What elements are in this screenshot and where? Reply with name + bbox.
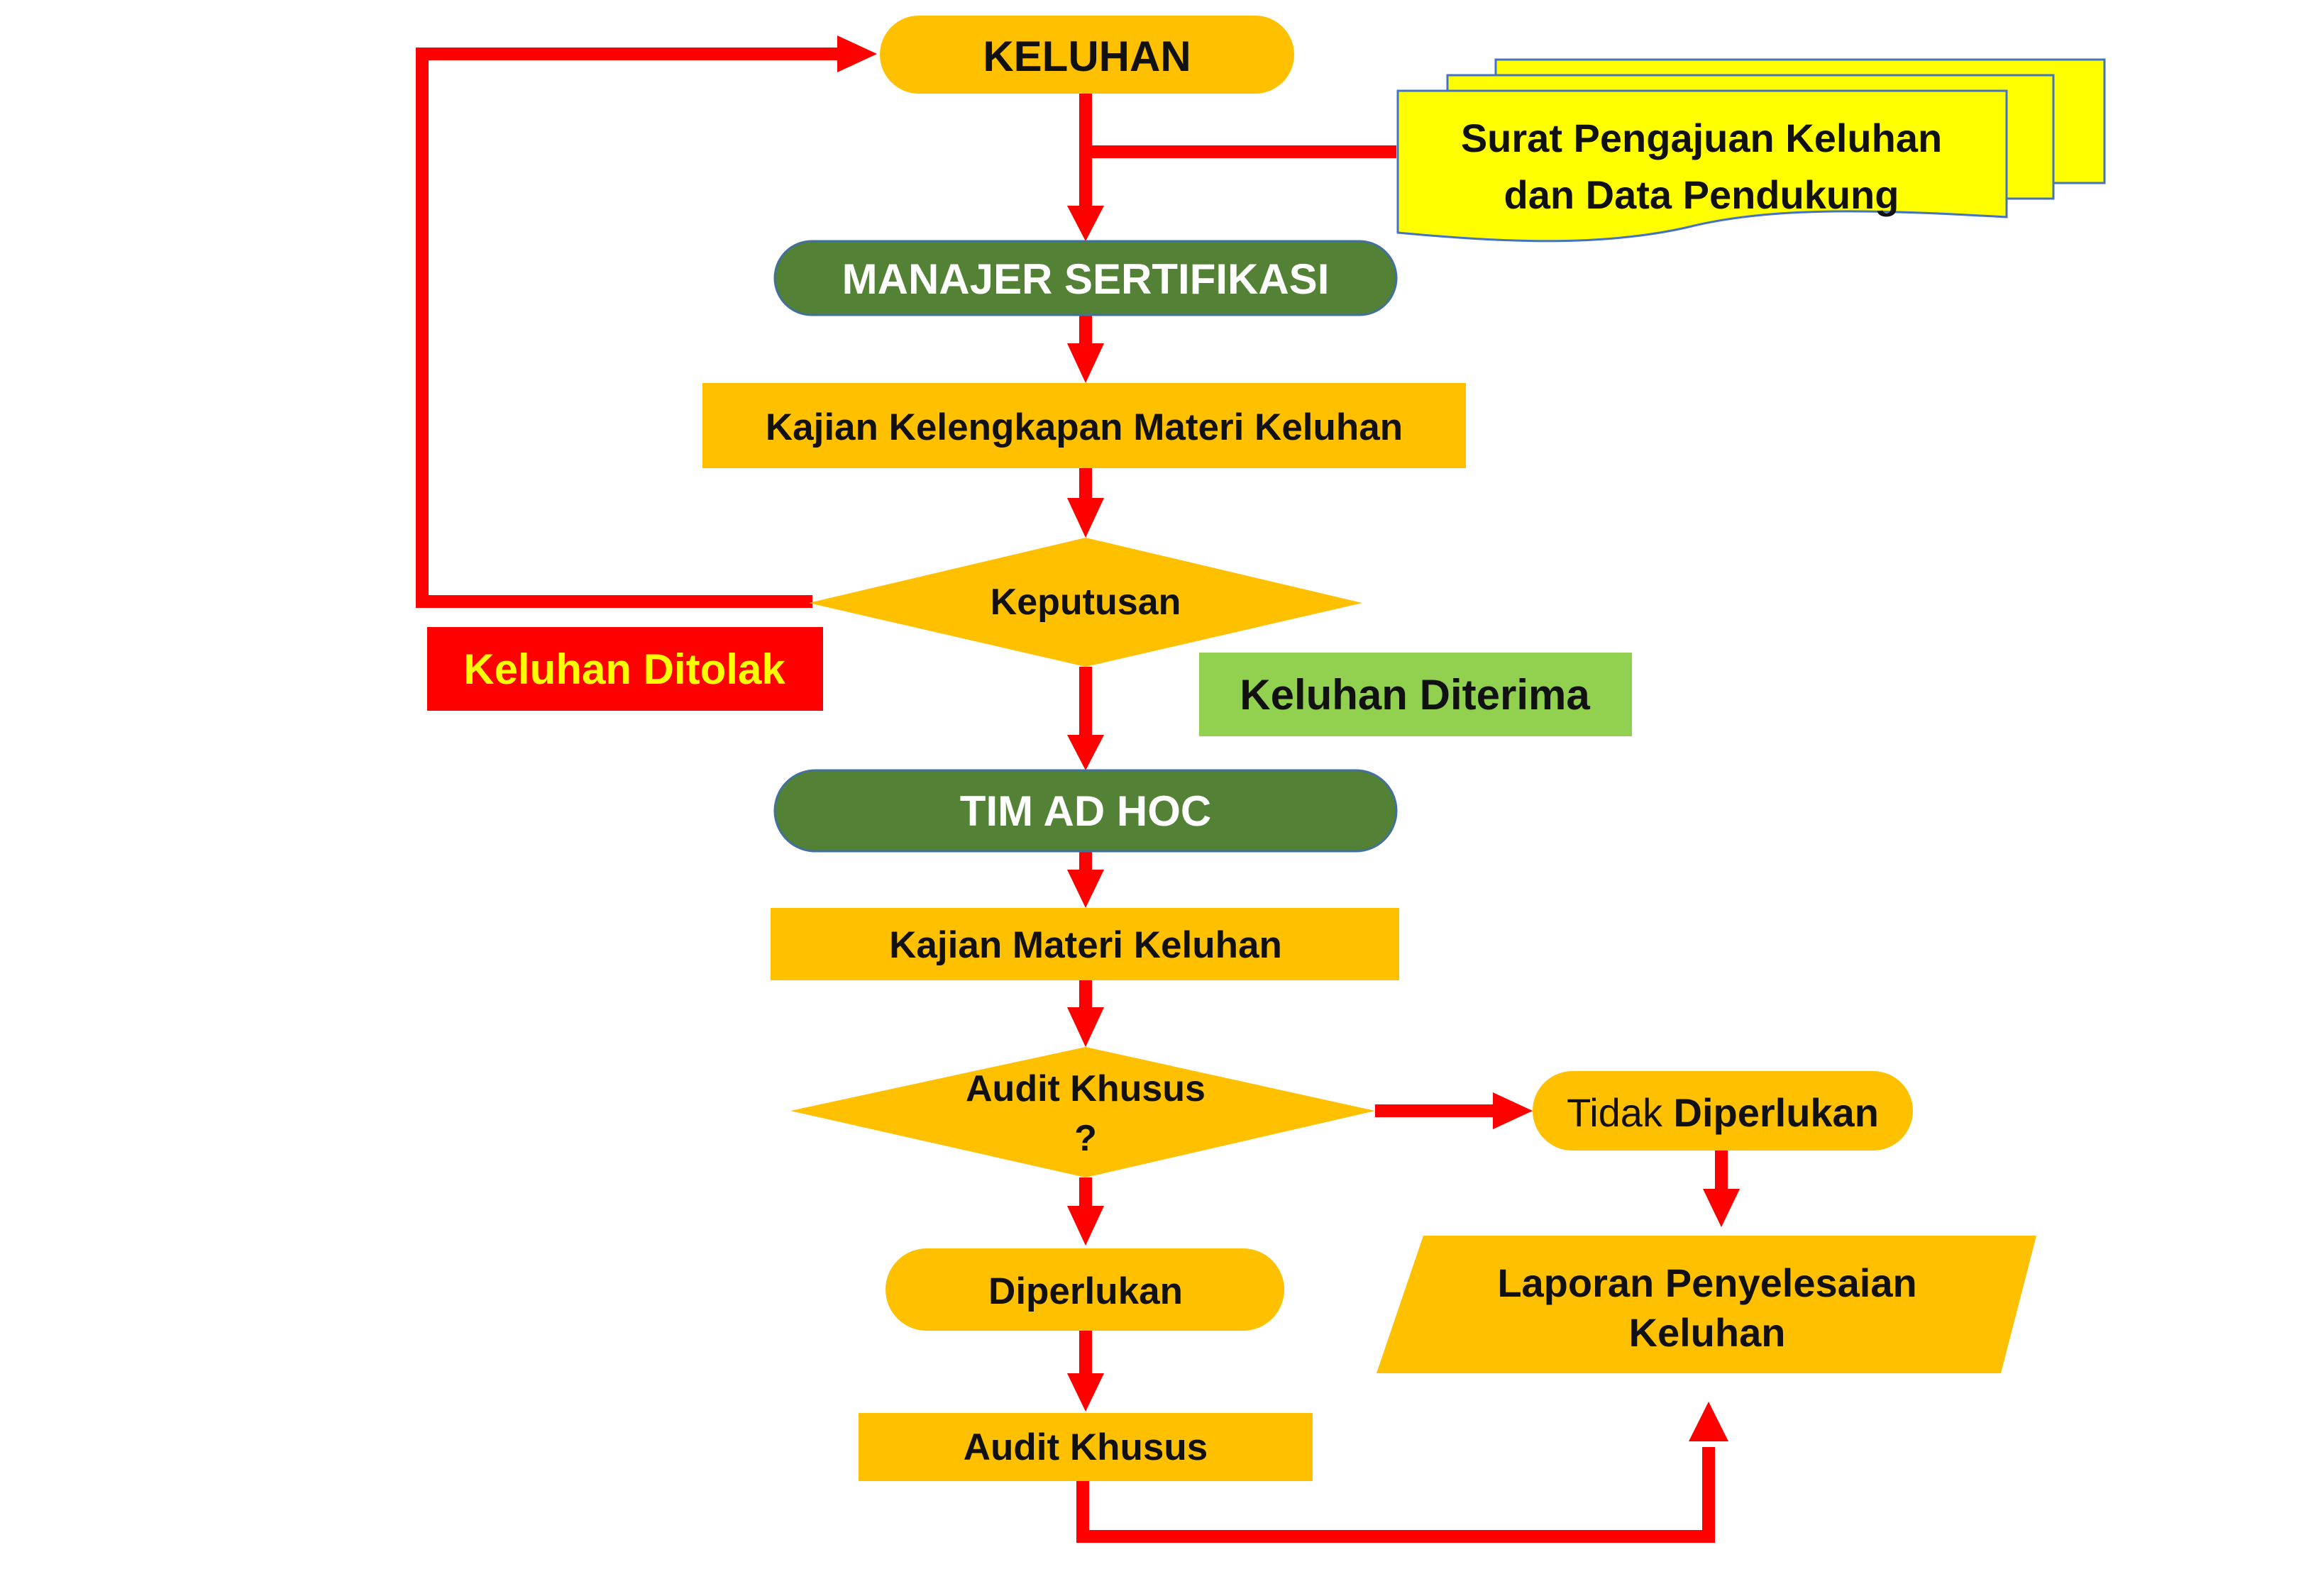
tidak-diperlukan-label: Tidak Diperlukan	[1567, 1090, 1879, 1135]
diperlukan-node	[886, 1248, 1284, 1331]
arrow-head-tim	[1067, 735, 1104, 770]
keluhan-node	[880, 16, 1294, 94]
document-label-line2: dan Data Pendukung	[1504, 172, 1899, 217]
reject-loop-line	[416, 48, 844, 608]
audit-khusus-decision	[790, 1047, 1375, 1177]
tidak-diperlukan-node	[1533, 1071, 1913, 1151]
arrow-head-keputusan	[1067, 498, 1104, 538]
laporan-label-line1: Laporan Penyelesaian	[1497, 1260, 1916, 1305]
laporan-label-line2: Keluhan	[1629, 1310, 1786, 1355]
manajer-node	[773, 240, 1398, 316]
arrow-head-manajer	[1067, 206, 1104, 241]
audit-question-line2: ?	[1074, 1118, 1097, 1159]
tim-node	[773, 769, 1398, 853]
ditolak-label: Keluhan Ditolak	[463, 645, 785, 693]
arrow-head-diperlukan	[1067, 1206, 1104, 1246]
arrow-head-tidak	[1493, 1092, 1533, 1129]
kajian-kelengkapan-node	[702, 383, 1466, 468]
tidak-prefix: Tidak	[1567, 1090, 1673, 1135]
manajer-label: MANAJER SERTIFIKASI	[842, 255, 1330, 303]
keluhan-label: KELUHAN	[983, 33, 1191, 80]
arrow-head-laporan-bottom	[1689, 1402, 1728, 1441]
audit-khusus-label: Audit Khusus	[964, 1426, 1208, 1468]
arrow-head-kajian	[1067, 343, 1104, 383]
keputusan-decision	[809, 538, 1362, 667]
kajian-kelengkapan-label: Kajian Kelengkapan Materi Keluhan	[766, 406, 1403, 448]
diterima-label: Keluhan Diterima	[1240, 671, 1590, 719]
document-front	[1396, 89, 2008, 243]
arrow-head-reject-loop	[837, 35, 877, 72]
diperlukan-label: Diperlukan	[988, 1270, 1183, 1312]
arrow-head-audit	[1067, 1373, 1104, 1412]
keputusan-label: Keputusan	[991, 582, 1181, 623]
audit-khusus-node	[859, 1413, 1313, 1481]
laporan-node	[1377, 1236, 2036, 1373]
kajian-materi-label: Kajian Materi Keluhan	[889, 924, 1282, 966]
tim-label: TIM AD HOC	[960, 787, 1211, 835]
connectors	[416, 48, 1728, 1543]
kajian-materi-node	[771, 908, 1399, 980]
audit-question-line1: Audit Khusus	[966, 1068, 1206, 1109]
arrow-head-audit-q	[1067, 1007, 1104, 1047]
document-label-line1: Surat Pengajuan Keluhan	[1461, 116, 1942, 160]
tidak-bold: Diperlukan	[1674, 1090, 1879, 1135]
document-stack	[1396, 58, 2106, 243]
diterima-label-box	[1199, 653, 1632, 736]
connector-audit-laporan	[1076, 1447, 1715, 1543]
arrow-head-laporan	[1703, 1189, 1740, 1227]
arrowheads	[837, 35, 1740, 1441]
ditolak-label-box	[427, 627, 823, 711]
arrow-head-kajian-materi	[1067, 870, 1104, 908]
